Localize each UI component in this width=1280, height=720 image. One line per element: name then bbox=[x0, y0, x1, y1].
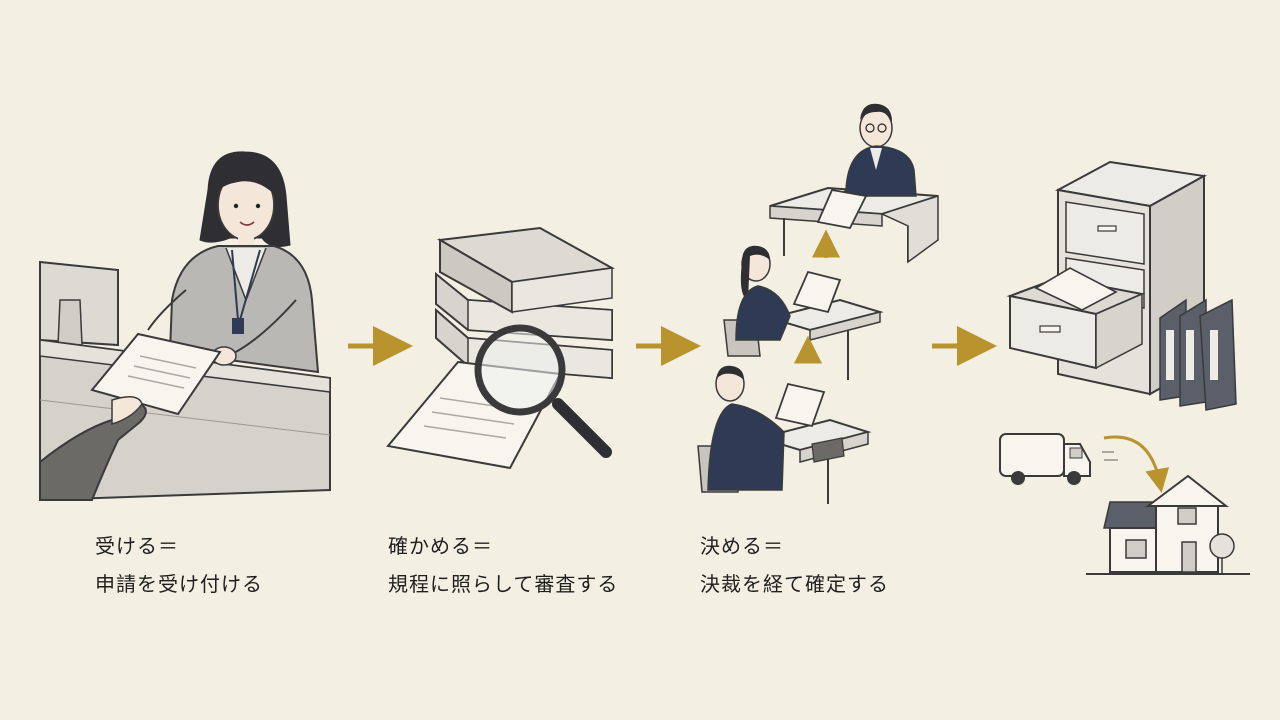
middle-document bbox=[792, 270, 842, 314]
step-1-description: 申請を受け付ける bbox=[95, 572, 263, 596]
computer-monitor bbox=[39, 260, 119, 347]
bottom-document bbox=[774, 382, 826, 428]
bottom-staff-figure bbox=[697, 365, 785, 493]
archive-scene bbox=[999, 160, 1250, 575]
step-3-caption: 決める＝ 決裁を経て確定する bbox=[700, 527, 889, 603]
step-1-caption: 受ける＝ 申請を受け付ける bbox=[95, 527, 263, 603]
receptionist-figure bbox=[147, 151, 320, 374]
application-document bbox=[90, 332, 222, 416]
house-icon bbox=[1086, 474, 1250, 575]
approval-scene bbox=[697, 103, 939, 504]
middle-staff-figure bbox=[723, 245, 791, 357]
manager-document bbox=[816, 188, 868, 230]
manager-figure bbox=[838, 103, 917, 197]
step-2-title: 確かめる＝ bbox=[388, 534, 493, 558]
open-drawer bbox=[1006, 267, 1146, 370]
binders bbox=[1159, 298, 1237, 411]
visitor-arm bbox=[39, 396, 147, 501]
bottom-desk bbox=[756, 418, 872, 504]
delivery-van-icon bbox=[999, 433, 1118, 485]
step-2-description: 規程に照らして審査する bbox=[388, 572, 619, 596]
magnifying-glass-icon bbox=[474, 324, 612, 458]
step-3-description: 決裁を経て確定する bbox=[700, 572, 889, 596]
step-1-title: 受ける＝ bbox=[95, 534, 179, 558]
reception-scene bbox=[39, 151, 331, 502]
step-3-title: 決める＝ bbox=[700, 534, 784, 558]
delivery-arrow bbox=[1103, 435, 1170, 493]
step-2-caption: 確かめる＝ 規程に照らして審査する bbox=[388, 527, 618, 603]
review-scene bbox=[386, 226, 616, 470]
